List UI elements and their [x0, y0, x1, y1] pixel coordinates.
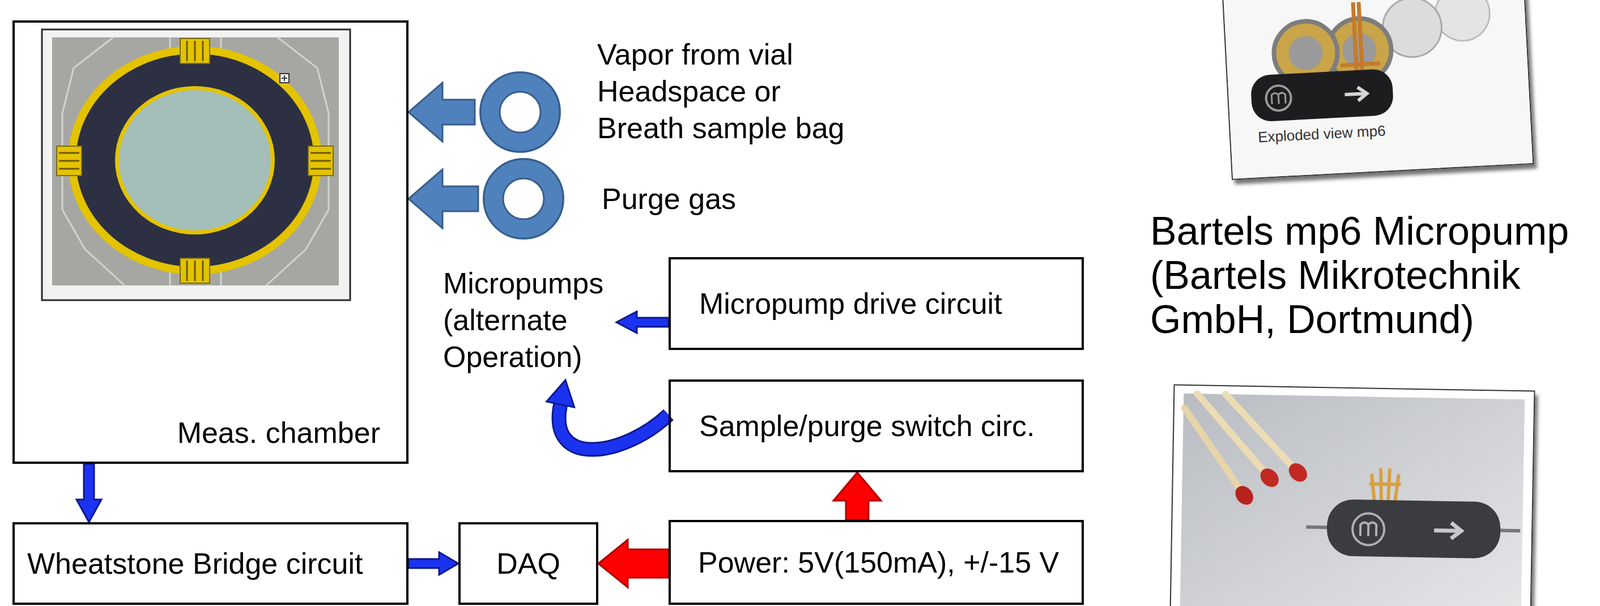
arrow-outline	[559, 404, 669, 450]
flow-arrow	[76, 464, 102, 523]
match-head	[1231, 482, 1257, 509]
gold-connector	[1368, 468, 1402, 504]
match-head	[1284, 460, 1311, 486]
box-label: Wheatstone Bridge circuit	[27, 545, 364, 583]
ring-outline	[503, 178, 544, 220]
process-box: DAQ	[458, 522, 599, 606]
flow-arrow	[598, 539, 669, 588]
component-label: Micropumps (alternate Operation)	[443, 265, 614, 376]
match-head	[1256, 465, 1283, 491]
ring-outline	[483, 159, 564, 239]
block-arrow	[833, 472, 882, 521]
block-arrow	[408, 82, 475, 142]
pump-disc	[1433, 0, 1492, 42]
picture-ground	[1179, 393, 1525, 606]
pad-comb	[58, 40, 331, 282]
pump-housing	[1250, 68, 1395, 123]
exploded-view-picture	[1223, 0, 1534, 180]
match-stick	[1183, 408, 1244, 493]
heater-ring	[67, 45, 322, 275]
marker-cross	[281, 75, 288, 82]
box-label: Sample/purge switch circ.	[699, 407, 1035, 445]
ring-symbol	[479, 71, 561, 153]
membrane	[118, 90, 271, 231]
ring-body	[492, 168, 555, 230]
exploded-view-photo: Exploded view mp6	[1222, 0, 1535, 181]
micropump-picture	[1171, 385, 1535, 606]
micropump-photo	[1169, 384, 1536, 606]
box-label: Meas. chamber	[177, 414, 381, 452]
block-arrow	[408, 552, 459, 576]
process-box: Power: 5V(150mA), +/-15 V	[668, 520, 1084, 606]
flow-arrow	[408, 169, 479, 229]
block-arrow	[616, 311, 669, 334]
process-box: Sample/purge switch circ.	[668, 379, 1084, 473]
flow-arrow	[408, 82, 475, 142]
dark-ring	[75, 53, 314, 267]
flow-arrow	[833, 472, 882, 521]
inner-ring-edge	[115, 86, 275, 235]
ring-outline	[499, 91, 541, 133]
block-arrow	[598, 539, 669, 588]
marker-square	[279, 73, 289, 83]
photo-frame	[41, 29, 351, 301]
box-label: Micropump drive circuit	[699, 285, 1003, 323]
inlet-label: Vapor from vial Headspace or Breath samp…	[597, 36, 858, 147]
product-heading: Bartels mp6 Micropump (Bartels Mikrotech…	[1150, 209, 1595, 342]
flow-arrow	[1344, 86, 1368, 102]
flow-arrow	[408, 552, 459, 576]
ring-body	[489, 81, 551, 143]
box-label: DAQ	[496, 545, 561, 583]
process-box: Micropump drive circuit	[668, 257, 1084, 351]
gold-connector	[1337, 1, 1381, 71]
pump-housing	[1326, 499, 1501, 559]
flow-arrow	[616, 311, 669, 334]
flow-arrow	[546, 380, 669, 450]
pump-logo	[1352, 513, 1385, 546]
inlet-label: Purge gas	[601, 180, 840, 218]
purge-inlet-ring: Purge gas	[482, 158, 565, 240]
micropumps-label-node: Micropumps (alternate Operation)	[443, 265, 614, 376]
ring-symbol	[482, 158, 565, 240]
pump-logo-mark	[1271, 92, 1286, 105]
arrow-body	[559, 404, 669, 450]
block-arrow	[408, 169, 479, 229]
match-stick	[1224, 394, 1297, 471]
vapor-inlet-ring: Vapor from vial Headspace or Breath samp…	[479, 71, 561, 153]
measurement-chamber: Meas. chamber	[12, 20, 409, 465]
pump-disc-center	[1287, 35, 1324, 71]
ring-outline	[480, 72, 560, 152]
block-arrow	[76, 464, 102, 523]
flow-arrow	[1433, 522, 1462, 540]
photo-ground	[52, 37, 339, 286]
process-box: Wheatstone Bridge circuit	[12, 522, 409, 606]
arrow-head	[546, 380, 575, 408]
box-label: Power: 5V(150mA), +/-15 V	[698, 544, 1059, 582]
pump-logo	[1265, 84, 1292, 112]
picture-ground	[1223, 0, 1534, 180]
pump-logo-mark	[1360, 522, 1377, 536]
